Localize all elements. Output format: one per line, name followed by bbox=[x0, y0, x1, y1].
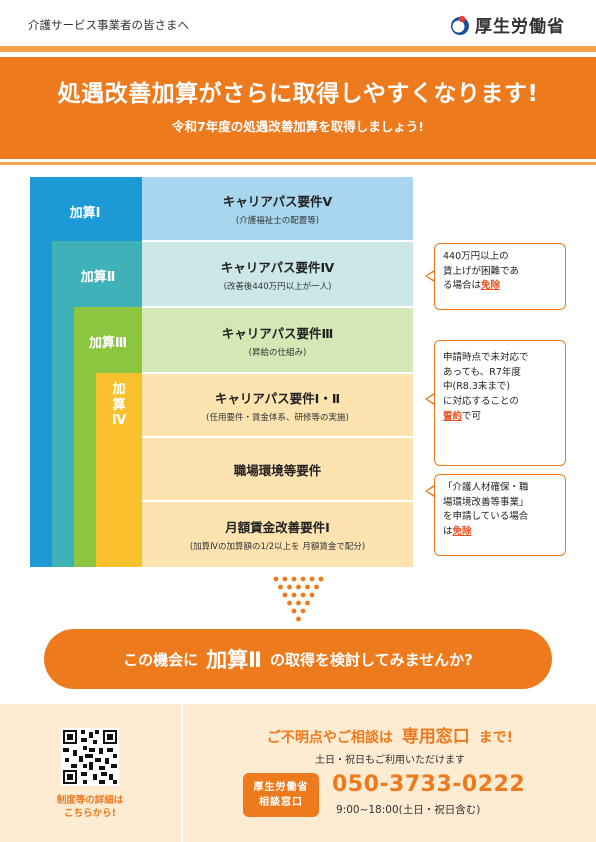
requirement-title: 月額賃金改善要件Ⅰ bbox=[225, 520, 330, 535]
callout-line: 申請時点で未対応で bbox=[443, 352, 529, 363]
banner bbox=[0, 57, 596, 159]
inquiry-text-after: まで! bbox=[478, 730, 514, 746]
callout-line: に対応することの bbox=[443, 396, 519, 408]
callout-line: る場合は bbox=[443, 280, 482, 292]
requirement-row: キャリアパス要件Ⅰ・Ⅱ (任用要件・賃金体系、研修等の実施) bbox=[142, 374, 413, 436]
callout-line: 賃上げが困難であ bbox=[443, 265, 519, 277]
qr-caption-line: 制度等の詳細は bbox=[56, 795, 124, 806]
requirement-row: 月額賃金改善要件Ⅰ (加算Ⅳの加算額の1/2以上を 月額賃金で配分) bbox=[142, 502, 413, 567]
requirement-note: (加算Ⅳの加算額の1/2以上を 月額賃金で配分) bbox=[189, 542, 366, 552]
inquiry-heading: ご不明点やご相談は 専用窓口 まで! bbox=[190, 722, 590, 747]
requirement-note: (任用要件・賃金体系、研修等の実施) bbox=[206, 412, 349, 423]
badge-line: 厚生労働省 bbox=[253, 782, 309, 793]
down-arrow-icon bbox=[273, 576, 324, 622]
cta-text-after: の取得を検討してみませんか? bbox=[270, 650, 473, 669]
callout-line: 場環境改善等事業」 bbox=[443, 496, 529, 508]
callout-pointer-icon bbox=[425, 485, 434, 497]
footer-divider bbox=[181, 704, 183, 842]
cta-emphasis: 加算Ⅱ bbox=[206, 648, 263, 672]
qr-caption-line: こちらから! bbox=[64, 808, 116, 820]
cta-text-before: この機会に bbox=[123, 650, 199, 669]
callout-line: 440万円以上の bbox=[443, 251, 509, 262]
callout-line: を申請している場合 bbox=[443, 511, 529, 523]
requirement-title: キャリアパス要件Ⅴ bbox=[222, 194, 333, 209]
callout-emphasis: 誓約 bbox=[443, 410, 463, 422]
requirement-title: 職場環境等要件 bbox=[233, 462, 322, 478]
requirement-row: キャリアパス要件Ⅲ (昇給の仕組み) bbox=[142, 308, 413, 372]
qr-code-icon[interactable] bbox=[61, 728, 119, 786]
callout-line: は bbox=[443, 526, 453, 538]
callout-pledge: 申請時点で未対応で あっても、R7年度 中(R8.3末まで) に対応することの … bbox=[425, 340, 566, 466]
callout-line: 「介護人材確保・職 bbox=[443, 482, 529, 493]
callout-exemption-440: 440万円以上の 賃上げが困難であ る場合は免除 bbox=[425, 243, 566, 310]
requirement-title: キャリアパス要件Ⅳ bbox=[220, 259, 335, 275]
availability-note: 土日・祝日もご利用いただけます bbox=[315, 755, 465, 766]
banner-subtitle: 令和7年度の処遇改善加算を取得しましょう! bbox=[172, 119, 424, 134]
callout-emphasis: 免除 bbox=[481, 280, 501, 292]
requirement-note: (昇給の仕組み) bbox=[248, 347, 307, 358]
ministry-logo-icon bbox=[449, 14, 471, 36]
requirement-note: (改善後440万円以上が一人) bbox=[223, 281, 332, 292]
badge-line: 相談窓口 bbox=[259, 797, 303, 808]
requirement-title: キャリアパス要件Ⅰ・Ⅱ bbox=[214, 390, 341, 406]
callout-exemption-program: 「介護人材確保・職 場環境改善等事業」 を申請している場合 は免除 bbox=[425, 474, 566, 556]
callout-line: あっても、R7年度 bbox=[443, 366, 521, 378]
requirement-note: (介護福祉士の配置等) bbox=[235, 216, 320, 226]
level-4-label-text: 加算Ⅳ bbox=[112, 382, 127, 429]
level-4-label: 加算Ⅳ bbox=[100, 382, 138, 429]
level-4-block bbox=[96, 373, 142, 567]
qr-caption: 制度等の詳細は こちらから! bbox=[40, 794, 140, 821]
level-3-label: 加算Ⅲ bbox=[88, 336, 128, 351]
banner-title: 処遇改善加算がさらに取得しやすくなります! bbox=[57, 81, 539, 107]
requirement-title: キャリアパス要件Ⅲ bbox=[221, 325, 334, 341]
inquiry-emphasis: 専用窓口 bbox=[401, 727, 470, 747]
cta-banner: この機会に 加算Ⅱ の取得を検討してみませんか? bbox=[44, 629, 552, 689]
requirement-row: 職場環境等要件 bbox=[142, 438, 413, 500]
callout-tail: で可 bbox=[462, 410, 482, 422]
phone-number[interactable]: 050-3733-0222 bbox=[332, 772, 526, 797]
callout-emphasis: 免除 bbox=[452, 526, 472, 538]
consultation-badge: 厚生労働省 相談窓口 bbox=[243, 773, 319, 817]
callout-line: 中(R8.3末まで) bbox=[443, 381, 511, 393]
requirement-row: キャリアパス要件Ⅴ (介護福祉士の配置等) bbox=[142, 177, 413, 240]
banner-stripe-bottom bbox=[0, 162, 596, 165]
callout-pointer-icon bbox=[425, 393, 434, 405]
audience-text: 介護サービス事業者の皆さまへ bbox=[28, 18, 189, 32]
business-hours: 9:00~18:00(土日・祝日含む) bbox=[336, 804, 481, 816]
callout-pointer-icon bbox=[425, 270, 434, 282]
level-1-label: 加算Ⅰ bbox=[69, 206, 101, 221]
ministry-name: 厚生労働省 bbox=[475, 17, 565, 37]
inquiry-text-before: ご不明点やご相談は bbox=[266, 730, 393, 746]
banner-stripe-top bbox=[0, 46, 596, 52]
level-2-label: 加算Ⅱ bbox=[80, 270, 116, 285]
requirement-row: キャリアパス要件Ⅳ (改善後440万円以上が一人) bbox=[142, 242, 413, 306]
ministry-logo: 厚生労働省 bbox=[449, 12, 565, 37]
